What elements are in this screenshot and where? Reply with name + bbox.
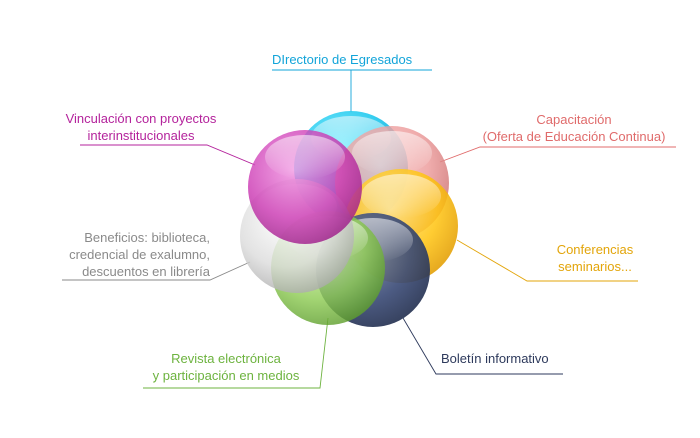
label-capacitacion: Capacitación (Oferta de Educación Contin… [468, 111, 680, 145]
label-directorio: DIrectorio de Egresados [272, 51, 432, 68]
connector-revista [143, 317, 329, 389]
label-conferencias: Conferencias seminarios... [540, 241, 650, 275]
label-boletin: Boletín informativo [441, 350, 566, 367]
label-directorio-text: DIrectorio de Egresados [272, 52, 413, 67]
label-capacitacion-line2: (Oferta de Educación Continua) [482, 129, 666, 144]
label-conferencias-line1: Conferencias [556, 242, 634, 257]
connector-conferencias [456, 239, 638, 282]
label-vinculacion-line2: interinstitucionales [87, 128, 195, 143]
connector-vinculacion [80, 144, 256, 166]
circles [240, 111, 458, 327]
label-vinculacion: Vinculación con proyectos interinstituci… [50, 110, 232, 144]
label-beneficios-line1: Beneficios: biblioteca, [84, 230, 210, 245]
label-beneficios: Beneficios: biblioteca, credencial de ex… [40, 229, 210, 280]
label-revista-line1: Revista electrónica [171, 351, 281, 366]
label-beneficios-line3: descuentos en librería [82, 264, 210, 279]
circle-magenta [248, 130, 362, 244]
label-beneficios-line2: credencial de exalumno, [69, 247, 210, 262]
connector-lines [62, 69, 676, 389]
connector-beneficios [62, 261, 251, 281]
label-capacitacion-line1: Capacitación [536, 112, 612, 127]
label-vinculacion-line1: Vinculación con proyectos [65, 111, 217, 126]
connector-capacitacion [439, 146, 676, 163]
label-revista-line2: y participación en medios [152, 368, 300, 383]
label-revista: Revista electrónica y participación en m… [140, 350, 312, 384]
connector-boletin [402, 317, 563, 375]
connector-directorio [272, 69, 432, 112]
label-conferencias-line2: seminarios... [558, 259, 632, 274]
label-boletin-text: Boletín informativo [441, 351, 549, 366]
